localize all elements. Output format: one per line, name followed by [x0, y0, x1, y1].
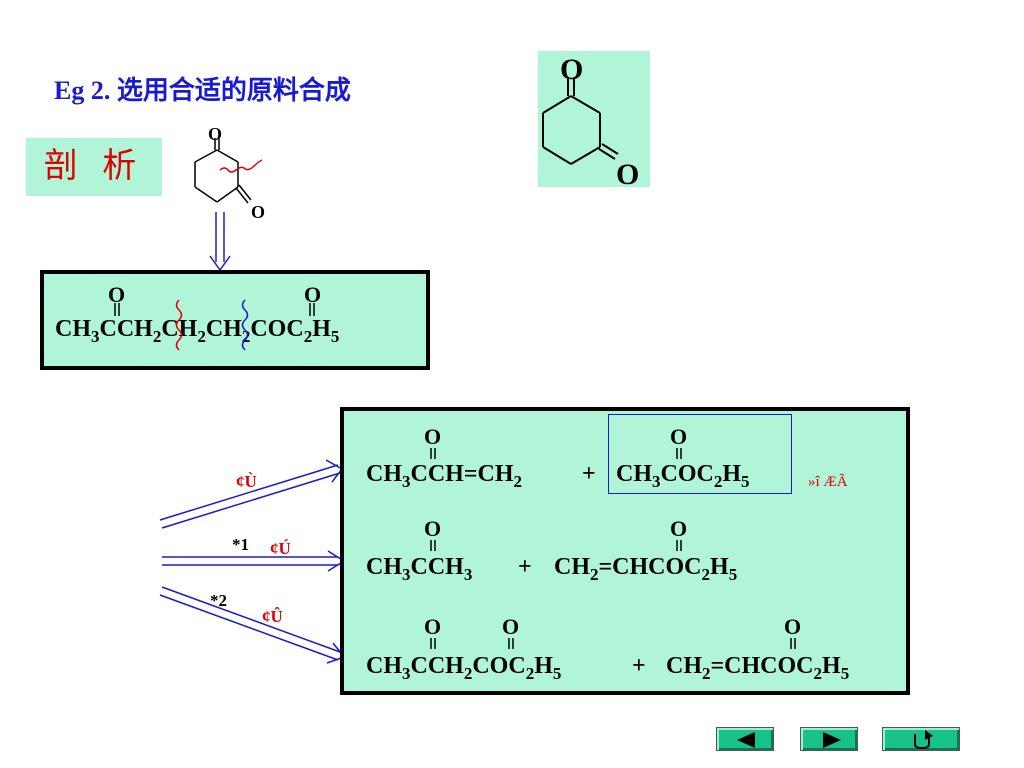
target-molecule-structure: O O — [542, 53, 639, 187]
route3-plus: + — [632, 653, 646, 679]
return-button[interactable] — [882, 727, 960, 751]
prev-slide-button[interactable] — [716, 727, 774, 751]
route2-reactant-b: CH2=CHCOC2H5 — [554, 554, 738, 584]
route1-label: ¢Ù — [236, 472, 257, 491]
r1-carbonyl-bonds — [430, 448, 682, 459]
target-oxygen-top: O — [560, 53, 583, 86]
route1-note: »î ÆÃ — [808, 474, 848, 490]
intermediate-formula: CH3CCH2CH2CH2COC2H5 — [55, 316, 340, 346]
route2-star-label: *1 — [232, 535, 249, 554]
r1-oxygen-2: O — [670, 424, 688, 449]
route2-reactant-a: CH3CCH3 — [366, 554, 473, 584]
box1-oxygen-1: O — [108, 282, 126, 307]
retrosynthesis-arrow-icon — [209, 212, 231, 272]
route1-plus: + — [582, 461, 596, 487]
page-title: Eg 2. 选用合适的原料合成 — [54, 76, 351, 105]
r3-oxygen-1: O — [424, 614, 442, 639]
small-oxygen-top: O — [208, 124, 222, 144]
r2-oxygen-1: O — [424, 516, 442, 541]
small-oxygen-bottom: O — [251, 202, 265, 222]
red-wavy-cut-icon — [219, 159, 263, 173]
left-triangle-icon — [737, 732, 755, 748]
r3-oxygen-3: O — [784, 614, 802, 639]
blue-disconnection-wave-icon — [241, 299, 249, 351]
target-molecule-panel — [538, 51, 650, 187]
route3-star-label: *2 — [210, 591, 227, 610]
r2-oxygen-2: O — [670, 516, 688, 541]
route3-label: ¢Û — [262, 607, 283, 626]
box1-carbonyl-bonds — [114, 303, 315, 316]
route2-label: ¢Ú — [270, 539, 291, 558]
right-triangle-icon — [823, 732, 841, 748]
box1-oxygen-marks: O — [108, 282, 125, 308]
return-icon — [914, 730, 933, 749]
analysis-label: 剖 析 — [26, 138, 162, 196]
next-slide-button[interactable] — [800, 727, 858, 751]
route3-reactant-a: CH3CCH2COC2H5 — [366, 653, 562, 683]
red-disconnection-wave-icon — [175, 299, 183, 351]
route1-reactant-a: CH3CCH=CH2 — [366, 461, 523, 491]
intermediate-box — [40, 270, 430, 370]
r3-oxygen-2: O — [502, 614, 520, 639]
box1-oxygen-marks-2: O — [304, 282, 321, 308]
r2-carbonyl-bonds — [430, 540, 682, 551]
r3-carbonyl-bonds — [430, 638, 796, 649]
route2-plus: + — [518, 554, 532, 580]
target-oxygen-bottom: O — [616, 158, 639, 187]
route-arrows — [159, 459, 346, 664]
box1-oxygen-2: O — [304, 282, 322, 307]
ester-highlight-frame — [608, 414, 792, 494]
route1-reactant-b: CH3COC2H5 — [616, 461, 750, 491]
route3-reactant-b: CH2=CHCOC2H5 — [666, 653, 850, 683]
disconnection-structure: O O — [194, 124, 265, 222]
r1-oxygen-1: O — [424, 424, 442, 449]
